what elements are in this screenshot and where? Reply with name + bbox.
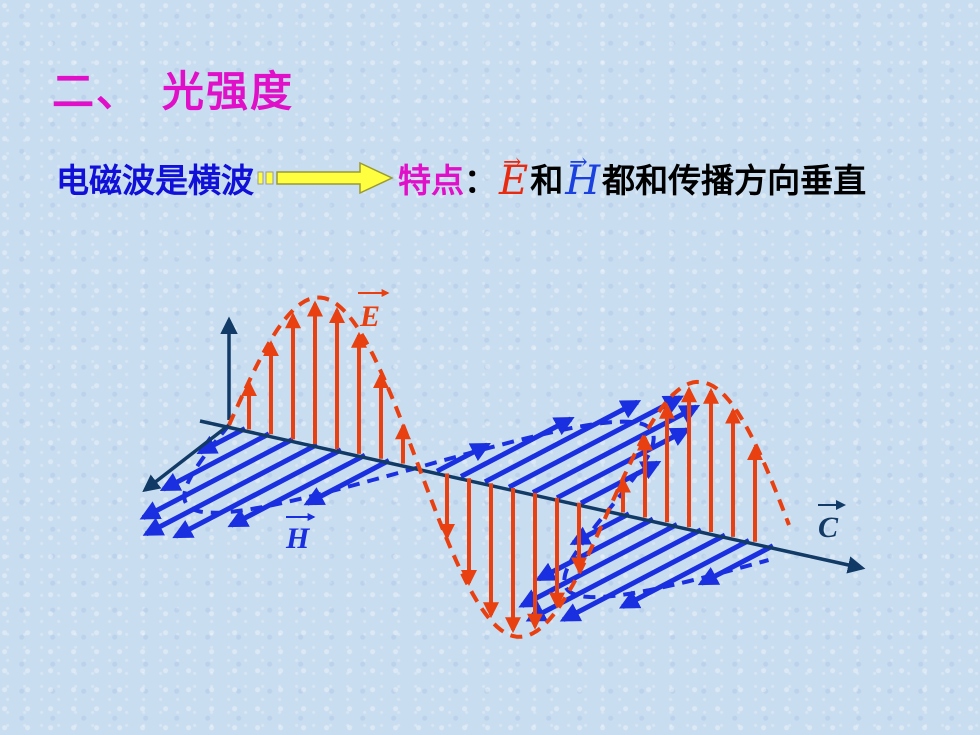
perpendicular-text: 都和传播方向垂直 (602, 161, 867, 200)
h-vector-arrow (227, 452, 367, 528)
e-vector-symbol: E (499, 143, 528, 201)
propagation-axis (199, 419, 866, 574)
h-vector-arrow (435, 442, 491, 474)
svg-text:C: C (818, 511, 839, 544)
label-c: C (818, 500, 846, 544)
axes (142, 316, 866, 574)
block-arrow-icon (257, 161, 394, 195)
h-vector-arrow (525, 527, 703, 622)
h-vector-arrow (559, 532, 727, 622)
h-vector-arrow (303, 458, 391, 506)
h-vector-arrow (531, 404, 701, 495)
e-field-wave (227, 295, 791, 639)
h-vector-arrow (459, 416, 575, 479)
h-vector-arrow (139, 436, 295, 520)
section-index: 二、 (52, 67, 141, 116)
h-vector-arrow (159, 431, 271, 492)
h-vector-arrow (142, 442, 319, 537)
e-envelope (227, 295, 791, 639)
svg-text:E: E (359, 300, 380, 333)
section-title: 二、光强度 (52, 58, 294, 119)
h-vector-arrow (172, 447, 343, 539)
feature-label: 特点 (398, 161, 464, 200)
depth-axis (142, 423, 231, 493)
h-vector-symbol: H (565, 143, 600, 201)
label-e: E (358, 289, 390, 333)
statement-line: 电磁波是横波 特点 ： E 和 H 都和传播方向垂直 (56, 143, 867, 204)
h-vector-arrow (507, 395, 684, 490)
h-vector-arrow (697, 543, 775, 586)
h-vector-arrow (618, 538, 751, 609)
section-heading: 光强度 (162, 67, 295, 116)
transverse-wave-text: 电磁波是横波 (56, 161, 254, 200)
svg-text:H: H (285, 522, 311, 555)
h-vector-arrow (196, 426, 247, 455)
label-h: H (285, 513, 316, 555)
h-envelope (182, 419, 770, 600)
h-vector-arrow (483, 399, 642, 485)
h-vector-arrow (518, 522, 679, 608)
h-field-wave (139, 395, 775, 622)
colon-text: ： (464, 161, 497, 200)
and-text: 和 (530, 161, 564, 200)
